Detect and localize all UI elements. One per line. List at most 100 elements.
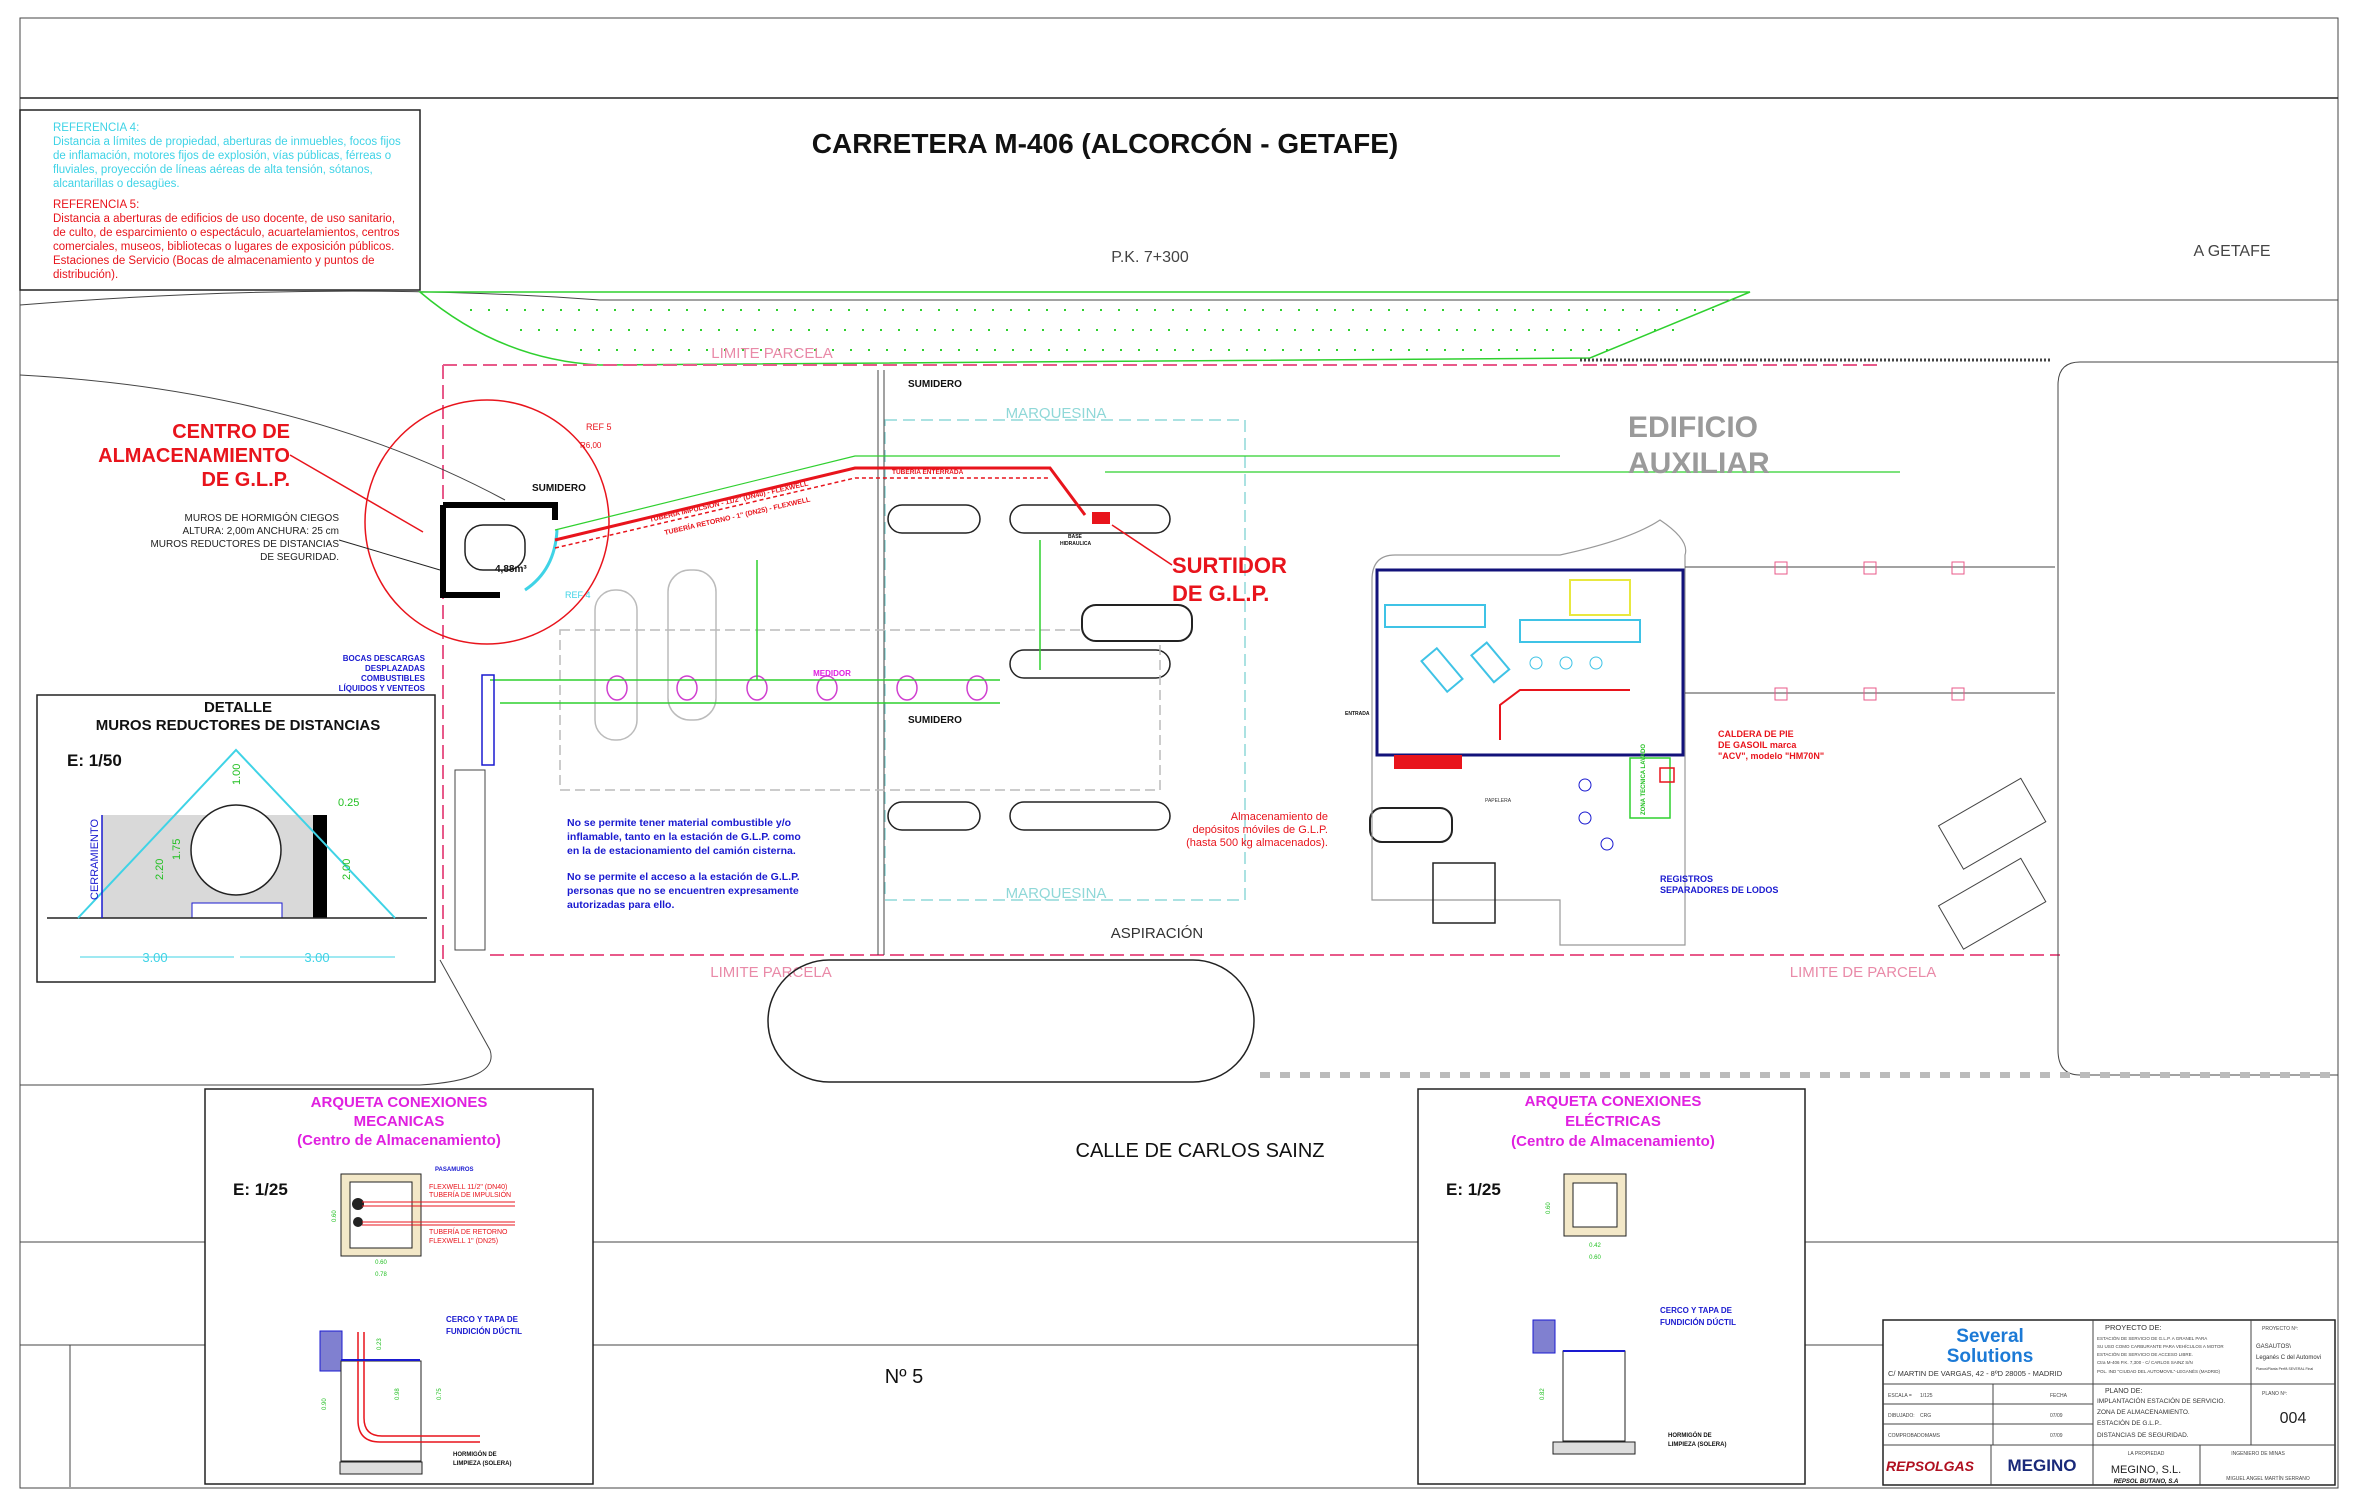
proyecto-label: PROYECTO DE: (2105, 1323, 2162, 1332)
plano-line: IMPLANTACIÓN ESTACIÓN DE SERVICIO. (2097, 1396, 2225, 1405)
discharge-points (481, 674, 495, 766)
zona-tecnica-label: ZONA TECNICA LAVADO (1641, 744, 1647, 815)
bocas-note-line: DESPLAZADAS (365, 664, 426, 673)
sumidero-label: SUMIDERO (908, 715, 962, 726)
ref5-line: Estaciones de Servicio (Bocas de almacen… (53, 255, 375, 267)
arqueta-mec-title: (Centro de Almacenamiento) (297, 1132, 501, 1149)
bocas-note-line: BOCAS DESCARGAS (343, 654, 426, 663)
proyecto-no: Leganés C del Automovi (2256, 1355, 2321, 1361)
plano-label: PLANO DE: (2105, 1388, 2142, 1395)
escala-label: ESCALA = (1888, 1393, 1912, 1399)
arqueta-electricas-box: ARQUETA CONEXIONES ELÉCTRICAS (Centro de… (1417, 1088, 1806, 1485)
retorno-label: FLEXWELL 1" (DN25) (429, 1238, 498, 1245)
note-line: inflamable, tanto en la estación de G.L.… (567, 831, 801, 843)
ref5-line: comerciales, museos, bibliotecas o lugar… (53, 241, 394, 253)
impulsion-label: TUBERÍA DE IMPULSIÓN (429, 1190, 511, 1199)
ref5-line: distribución). (53, 269, 118, 281)
note-line: en la de estacionamiento del camión cist… (567, 845, 796, 857)
tuberia-enterrada-label: TUBERÍA ENTERRADA (892, 467, 964, 476)
comprobado-label: COMPROBADO: (1888, 1433, 1926, 1439)
fecha-label: FECHA (2050, 1393, 2068, 1399)
radius-label: R6,00 (580, 441, 602, 450)
parcel-limits: LIMITE PARCELA LIMITE PARCELA LIMITE DE … (442, 345, 2060, 981)
dim-label: 0.42 (1589, 1243, 1601, 1249)
base-hidraulica-label: BASE (1068, 534, 1083, 540)
dim-label: 0.90 (322, 1398, 328, 1410)
comprobado-value: MAMS (1925, 1433, 1941, 1439)
arqueta-mec-scale: E: 1/25 (233, 1180, 288, 1199)
edificio-title: AUXILIAR (1628, 447, 1770, 480)
proyecto-no: Planos\Planta Perfil\ SEVERAL Final (2256, 1367, 2313, 1371)
dibujado-label: DIBUJADO: (1888, 1413, 1915, 1419)
hormigon-label: LIMPIEZA (SOLERA) (1668, 1442, 1726, 1448)
dim-label: 1.00 (231, 764, 243, 785)
car-icon (1081, 604, 1193, 642)
hormigon-label: HORMIGÓN DE (453, 1450, 497, 1458)
canopy-marquesina: MARQUESINA MARQUESINA ASPIRACIÓN (877, 370, 1246, 955)
dim-label: 3.00 (142, 950, 167, 965)
edificio-title: EDIFICIO (1628, 411, 1758, 444)
almacenamiento-movil-label: depósitos móviles de G.L.P. (1192, 824, 1328, 836)
ref5-title: REFERENCIA 5: (53, 199, 139, 211)
proyecto-line: ESTACIÓN DE SERVICIO DE ACCESO LIBRE. (2097, 1351, 2193, 1357)
aspiracion-label: ASPIRACIÓN (1111, 925, 1204, 942)
ref5-label: REF 5 (586, 422, 612, 432)
dim-label: 0.60 (375, 1260, 387, 1266)
hormigon-label: HORMIGÓN DE (1668, 1431, 1712, 1439)
dibujado-value: CRG (1920, 1413, 1931, 1419)
company-address: C/ MARTIN DE VARGAS, 42 - 8ºD 28005 - MA… (1888, 1369, 2063, 1378)
arqueta-elec-scale: E: 1/25 (1446, 1180, 1501, 1199)
cerco-label: FUNDICIÓN DÚCTIL (446, 1327, 522, 1336)
arqueta-elec-title: ELÉCTRICAS (1565, 1113, 1661, 1130)
street-name: CALLE DE CARLOS SAINZ (1076, 1140, 1325, 1162)
ref4-line: de inflamación, motores fijos de explosi… (53, 150, 391, 162)
base-hidraulica-label: HIDRAULICA (1060, 541, 1091, 547)
storage-title: DE G.L.P. (201, 469, 290, 491)
arqueta-mec-title: MECANICAS (354, 1113, 445, 1130)
cerco-label: CERCO Y TAPA DE (1660, 1306, 1733, 1315)
arqueta-elec-title: ARQUETA CONEXIONES (1525, 1093, 1702, 1110)
company-logo: Solutions (1947, 1346, 2034, 1367)
ref4-line: Distancia a límites de propiedad, abertu… (53, 136, 401, 148)
registros-label: SEPARADORES DE LODOS (1660, 885, 1778, 895)
dim-label: 0.78 (375, 1272, 387, 1278)
retorno-label: TUBERÍA DE RETORNO (429, 1227, 508, 1236)
dim-label: 0.25 (338, 797, 359, 809)
plano-line: ZONA DE ALMACENAMIENTO. (2097, 1409, 2190, 1416)
note-line: No se permite el acceso a la estación de… (567, 871, 800, 883)
pk-label: P.K. 7+300 (1111, 249, 1189, 266)
almacenamiento-movil-label: Almacenamiento de (1231, 811, 1328, 823)
escala-value: 1/125 (1920, 1393, 1933, 1399)
ingeniero-label: INGENIERO DE MINAS (2231, 1451, 2285, 1457)
bocas-note-line: COMBUSTIBLES (361, 674, 426, 683)
proyecto-no: GASAUTOS\ (2256, 1344, 2291, 1350)
dim-label: 0.75 (437, 1388, 443, 1400)
detail-title: DETALLE (204, 699, 272, 716)
safety-notes: No se permite tener material combustible… (567, 817, 801, 911)
note-line: No se permite tener material combustible… (567, 817, 791, 829)
limite-parcela-bottom-right: LIMITE DE PARCELA (1790, 964, 1936, 981)
storage-title: CENTRO DE (172, 421, 290, 443)
limite-parcela-bottom-left: LIMITE PARCELA (710, 964, 831, 981)
dim-label: 2.20 (154, 859, 166, 880)
walls-note-line: MUROS DE HORMIGÓN CIEGOS (185, 511, 340, 524)
ingeniero-value: MIGUEL ANGEL MARTÍN SERRANO (2226, 1475, 2310, 1482)
dibujado-fecha: 07/09 (2050, 1413, 2063, 1419)
almacenamiento-movil-label: (hasta 500 kg almacenados). (1186, 837, 1328, 849)
note-line: personas que no se encuentren expresamen… (567, 885, 799, 897)
auxiliary-building: ENTRADA PAPELERA ZONA TECNICA LAVADO (1345, 519, 1687, 946)
plano-line: ESTACIÓN DE G.L.P.. (2097, 1418, 2162, 1427)
direction-label: A GETAFE (2193, 243, 2270, 260)
dim-label: 0.60 (1546, 1202, 1552, 1214)
proyecto-no-label: PROYECTO Nº: (2262, 1326, 2298, 1332)
car-icon (1369, 807, 1453, 843)
reference-notes-box: REFERENCIA 4: Distancia a límites de pro… (19, 109, 421, 291)
surtidor-title: SURTIDOR (1172, 553, 1287, 578)
bocas-note-line: LÍQUIDOS Y VENTEOS (339, 684, 426, 693)
dim-label: 0.60 (1589, 1255, 1601, 1261)
caldera-label: "ACV", modelo "HM70N" (1718, 751, 1824, 761)
plano-line: DISTANCIAS DE SEGURIDAD. (2097, 1432, 2189, 1439)
ref4-label: REF 4 (565, 590, 591, 600)
propiedad-value: MEGINO, S.L. (2111, 1464, 2181, 1476)
